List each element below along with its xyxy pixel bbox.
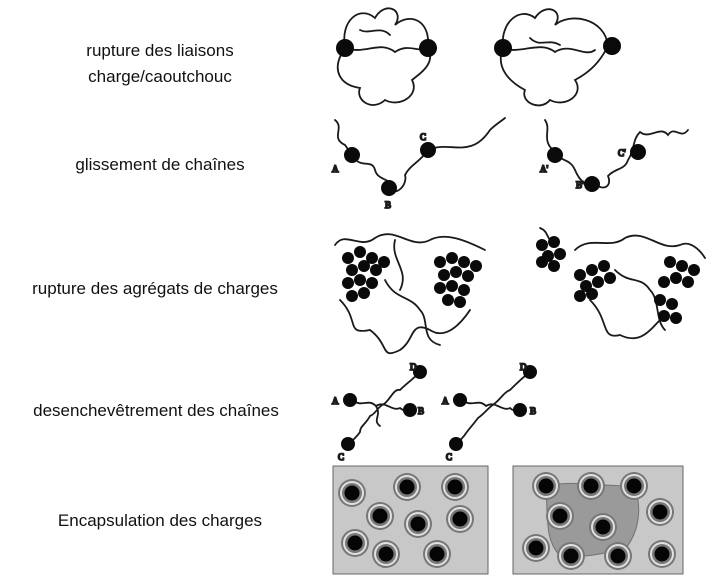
filler-particle — [547, 147, 563, 163]
point-label-c-prime: C' — [618, 148, 626, 158]
aggregate-cluster — [342, 246, 482, 308]
encapsulated-filler — [373, 509, 388, 524]
point-label-c: C — [338, 452, 344, 462]
encapsulation-box-right — [513, 466, 683, 574]
filler-particle — [344, 147, 360, 163]
point-label-c: C — [420, 132, 426, 142]
encapsulated-filler — [553, 509, 568, 524]
encapsulated-filler — [411, 517, 426, 532]
encapsulation-box-left — [333, 466, 488, 574]
point-label-b: B — [385, 200, 391, 210]
encapsulated-filler — [611, 549, 626, 564]
encapsulated-filler — [539, 479, 554, 494]
filler-particle — [419, 39, 437, 57]
encapsulated-filler — [430, 547, 445, 562]
encapsulated-filler — [529, 541, 544, 556]
point-label-b-prime: B' — [576, 180, 584, 190]
row2-left-chain — [335, 118, 505, 192]
filler-particle — [494, 39, 512, 57]
filler-particle — [584, 176, 600, 192]
filler-particle — [336, 39, 354, 57]
encapsulated-filler — [655, 547, 670, 562]
point-label-d: D — [410, 362, 417, 372]
point-label-d: D — [520, 362, 527, 372]
encapsulated-filler — [453, 512, 468, 527]
aggregate-fragments — [536, 236, 700, 324]
point-label-c: C — [446, 452, 452, 462]
encapsulated-filler — [348, 536, 363, 551]
encapsulated-filler — [653, 505, 668, 520]
filler-particle — [420, 142, 436, 158]
point-label-a: A — [442, 396, 449, 406]
encapsulated-filler — [379, 547, 394, 562]
filler-particle — [603, 37, 621, 55]
point-label-a: A — [332, 164, 339, 174]
encapsulated-filler — [584, 479, 599, 494]
point-label-b: B — [418, 406, 424, 416]
encapsulated-filler — [400, 480, 415, 495]
filler-particle — [630, 144, 646, 160]
encapsulated-filler — [627, 479, 642, 494]
encapsulated-filler — [596, 520, 611, 535]
encapsulated-filler — [564, 549, 579, 564]
encapsulated-filler — [345, 486, 360, 501]
filler-particle — [381, 180, 397, 196]
row1-right-network — [501, 9, 608, 105]
row1-left-network — [338, 8, 431, 105]
encapsulated-filler — [448, 480, 463, 495]
point-label-a-prime: A' — [540, 164, 548, 174]
point-label-b: B — [530, 406, 536, 416]
point-label-a: A — [332, 396, 339, 406]
row2-right-chain — [545, 120, 688, 188]
